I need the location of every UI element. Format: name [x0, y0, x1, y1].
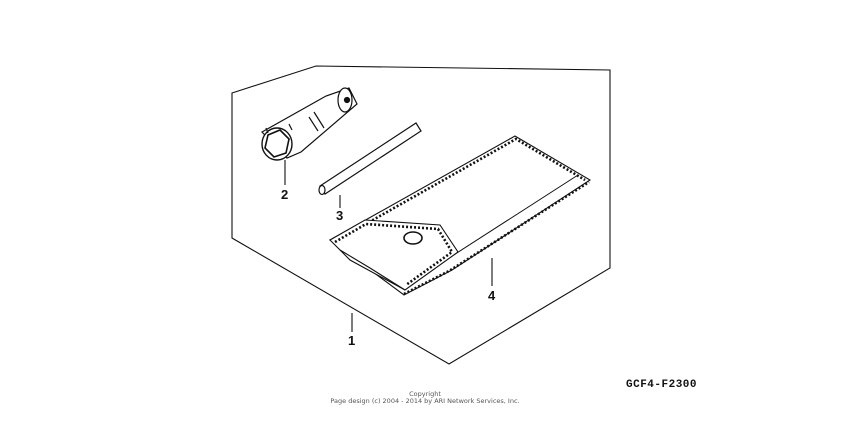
handle-bar-illustration	[318, 122, 422, 196]
callout-number-2: 2	[281, 187, 288, 202]
callout-number-1: 1	[348, 333, 355, 348]
tool-bag-illustration	[328, 135, 592, 296]
copyright-label: Copyright	[409, 390, 441, 398]
copyright-notice: Page design (c) 2004 - 2014 by ARI Netwo…	[330, 397, 520, 405]
leader-lines	[284, 160, 493, 332]
callout-number-3: 3	[336, 208, 343, 223]
assembly-boundary	[231, 65, 611, 365]
callout-number-4: 4	[488, 288, 496, 303]
diagram-reference-code: GCF4-F2300	[626, 379, 698, 391]
spark-plug-wrench-illustration	[261, 87, 358, 161]
